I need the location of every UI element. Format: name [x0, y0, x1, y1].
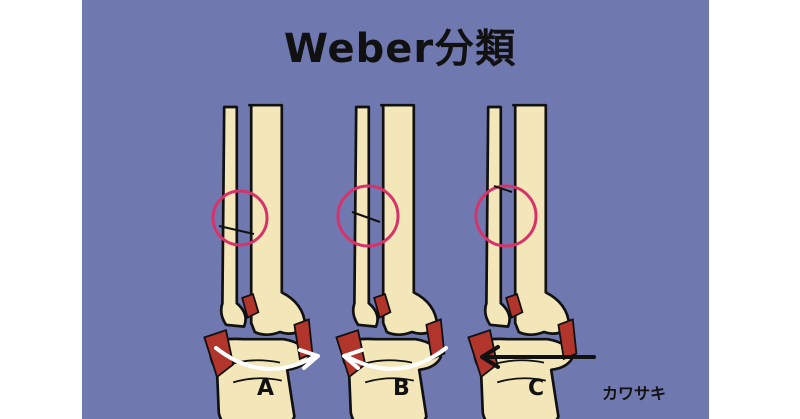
rotation-arrow-b [342, 346, 448, 371]
author-signature: カワサキ [602, 384, 667, 403]
fracture-line-b [351, 211, 381, 223]
label-c: C [528, 376, 545, 401]
fracture-line-a [218, 225, 255, 235]
ankle-b [335, 103, 446, 419]
fracture-circle-c [474, 184, 538, 248]
label-b: B [393, 376, 410, 401]
rotation-arrow-a [214, 346, 320, 371]
diagram-title: Weber分類 [283, 26, 517, 72]
force-arrow-c [480, 345, 596, 369]
fracture-circle-a [211, 189, 269, 247]
fracture-circle-b [336, 184, 400, 248]
label-a: A [257, 376, 275, 401]
fracture-line-c [493, 185, 513, 193]
ankle-a [203, 103, 314, 419]
ankle-c [467, 103, 578, 419]
